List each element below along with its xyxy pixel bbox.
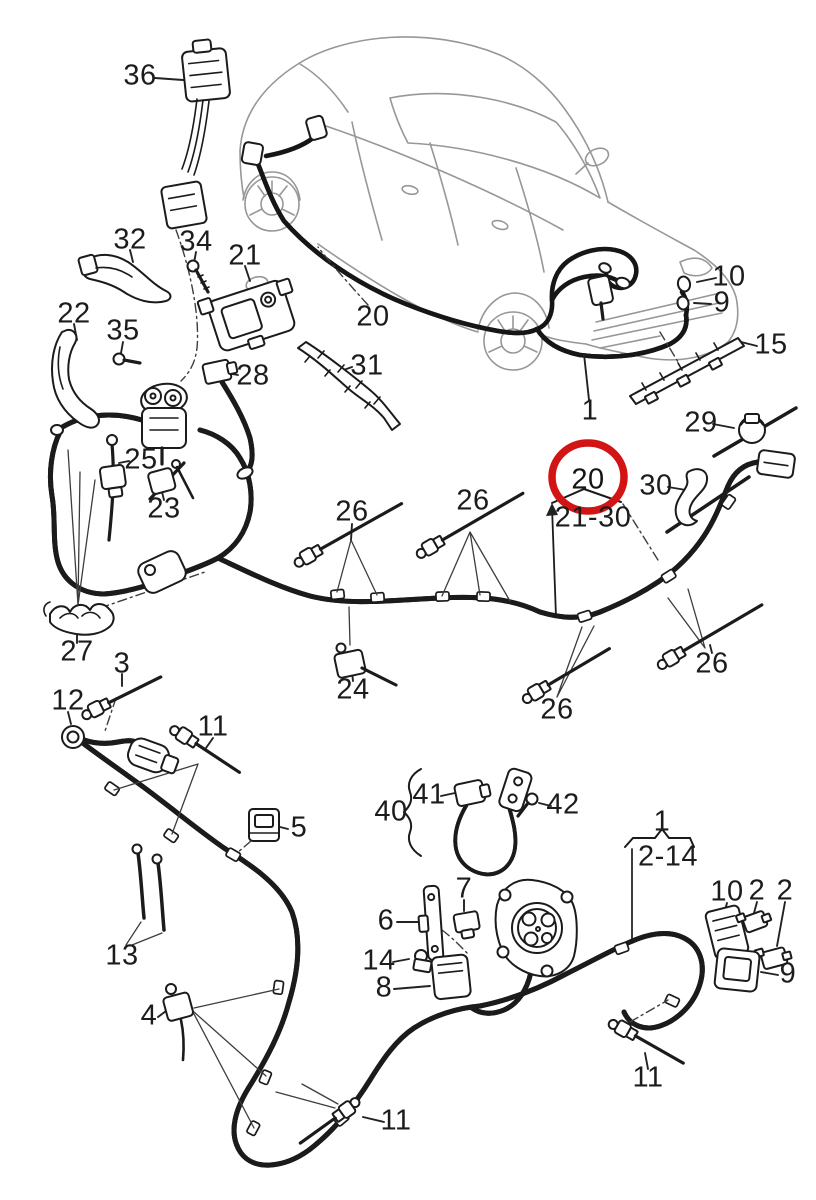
part-23-clip <box>147 459 195 501</box>
cable-tie-26-a <box>293 502 404 568</box>
part-13-ties <box>131 843 166 932</box>
part-5-clip <box>248 808 280 842</box>
cable-tie-26-b <box>415 491 525 559</box>
part-35-bolt <box>112 352 142 366</box>
part-25-cable-tie <box>98 434 127 542</box>
part-9-connector <box>713 947 761 993</box>
part-32-bracket <box>77 253 172 304</box>
part-module-left-harness <box>50 382 188 594</box>
cable-tie-11-b <box>607 1018 685 1065</box>
left-branch-connector <box>126 737 180 775</box>
part-2-clip-a <box>735 910 773 934</box>
part-24-clip <box>333 642 398 687</box>
part-29-clamp <box>712 406 798 458</box>
part-27-clip <box>43 601 115 636</box>
car-harness <box>240 114 692 357</box>
part-36-harness <box>160 38 231 230</box>
cable-tie-3 <box>81 675 163 721</box>
bracket-1-range <box>624 827 695 941</box>
harness-runs <box>50 379 761 1165</box>
part-21-bracket-assembly <box>196 277 296 352</box>
part-31-rail <box>297 341 401 431</box>
part-4-clip <box>162 983 194 1062</box>
part-12-grommet <box>61 725 85 749</box>
cable-tie-26-c <box>656 603 764 670</box>
part-30-bracket <box>665 468 751 534</box>
cable-tie-26-d <box>521 647 611 704</box>
cable-tie-11-a <box>169 725 241 774</box>
charge-port <box>494 878 578 978</box>
part-40-group <box>402 767 539 857</box>
part-22-bracket <box>51 328 101 429</box>
part-6-strip <box>417 884 445 962</box>
part-15-rail <box>629 337 745 405</box>
part-28-connector <box>201 358 254 480</box>
part-8-connector <box>430 953 472 1001</box>
car-outline <box>239 36 739 371</box>
part-14-clip <box>412 949 433 974</box>
cable-tie-11-c <box>298 1097 361 1145</box>
part-34-bolt <box>186 259 210 294</box>
harness-clips <box>104 493 737 1137</box>
part-7-connector <box>452 910 481 940</box>
highlight-circle <box>548 439 628 515</box>
right-harness-end-connector <box>756 449 796 479</box>
highlight-group <box>546 439 628 618</box>
